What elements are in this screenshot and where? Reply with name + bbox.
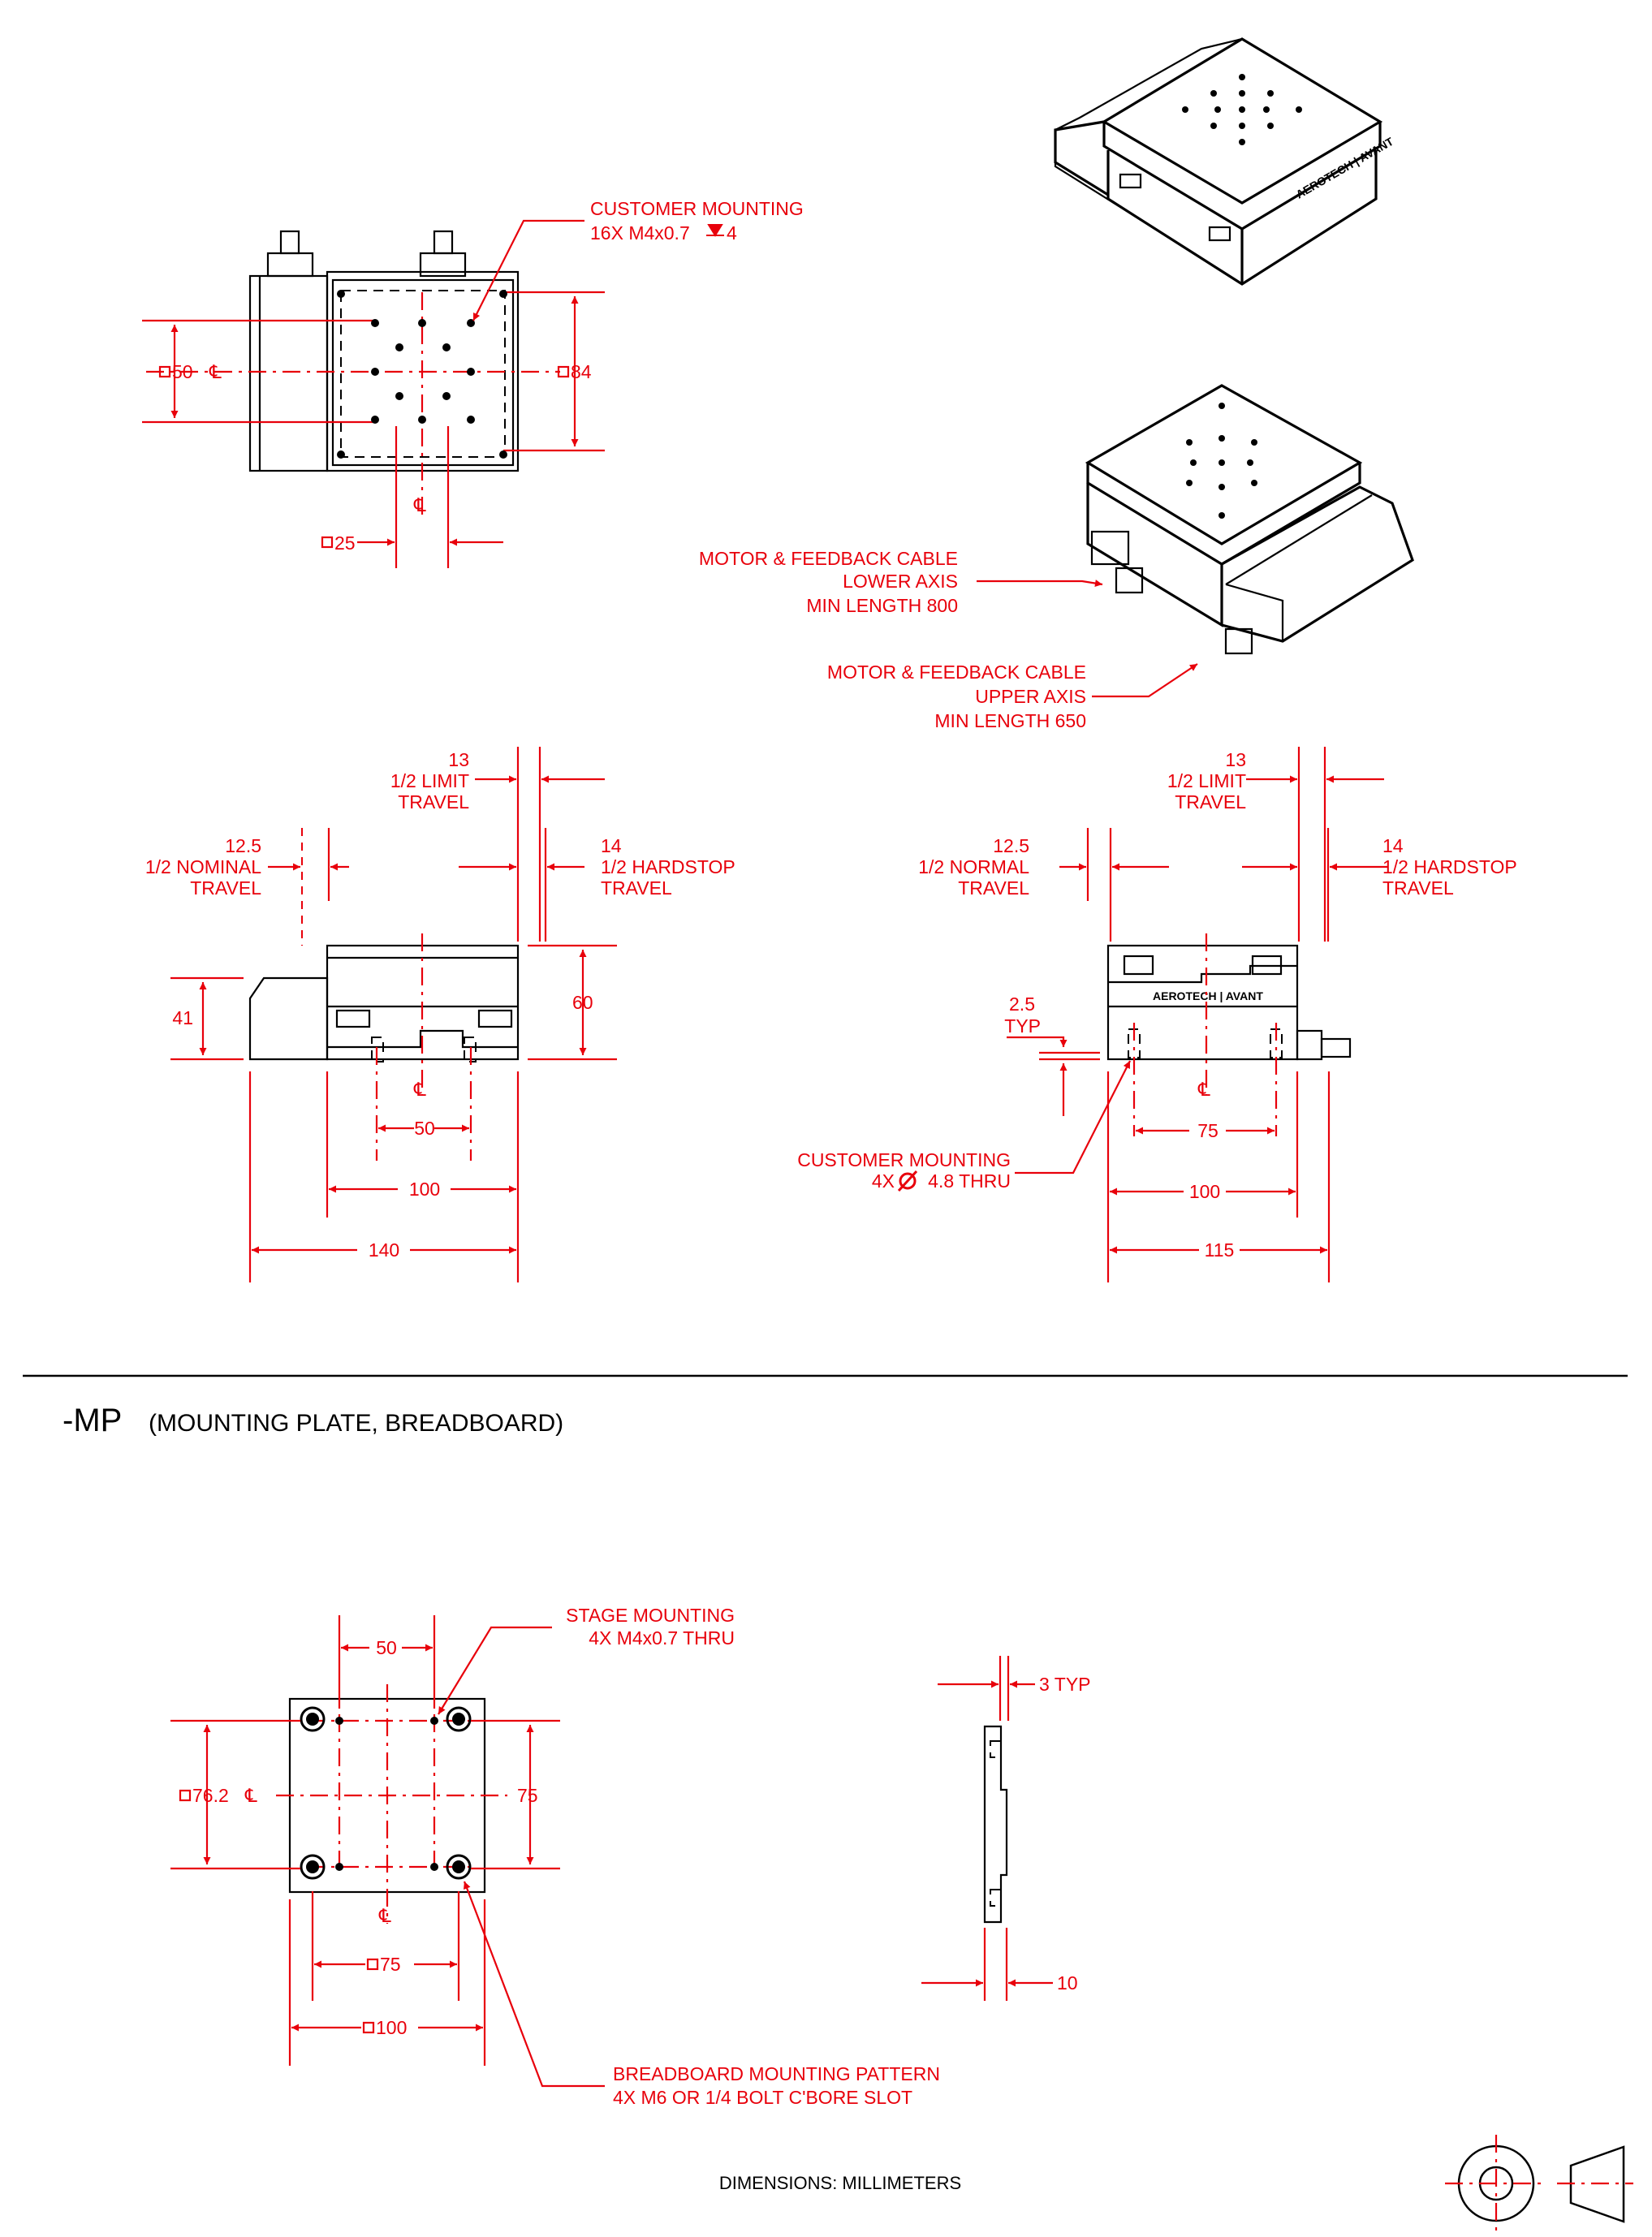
mp-dim-76-2: 76.2 bbox=[192, 1785, 229, 1806]
stage-mount-l2: 4X M4x0.7 THRU bbox=[589, 1627, 735, 1649]
front-hardstop-l1: 1/2 HARDSTOP bbox=[601, 856, 735, 877]
front-view: 13 1/2 LIMIT TRAVEL 12.5 1/2 NOMINAL TRA… bbox=[145, 747, 735, 1282]
mp-title: -MP bbox=[63, 1403, 122, 1438]
top-mount-depth: 4 bbox=[727, 222, 737, 244]
cable-lower-l1: MOTOR & FEEDBACK CABLE bbox=[699, 548, 958, 569]
square-symbol-icon bbox=[158, 365, 171, 378]
front-dim-60: 60 bbox=[572, 992, 593, 1013]
mp-dim-3typ: 3 TYP bbox=[1039, 1674, 1091, 1695]
square-symbol-icon bbox=[179, 1789, 192, 1802]
side-limit-val: 13 bbox=[1225, 749, 1246, 770]
cable-lower-l3: MIN LENGTH 800 bbox=[806, 595, 958, 616]
depth-icon bbox=[706, 224, 724, 237]
mp-dim-10: 10 bbox=[1057, 1972, 1078, 1993]
square-symbol-icon bbox=[557, 365, 570, 378]
connector-left bbox=[266, 252, 314, 278]
third-angle-projection-icon bbox=[1445, 2135, 1633, 2232]
side-dim-75: 75 bbox=[1197, 1120, 1219, 1141]
mp-side-view: 3 TYP 10 bbox=[921, 1656, 1091, 2001]
side-typ-label: TYP bbox=[1004, 1015, 1041, 1037]
top-dim-50: 50 bbox=[172, 361, 193, 382]
mp-subtitle: (MOUNTING PLATE, BREADBOARD) bbox=[149, 1410, 563, 1437]
mp-dim-75-v: 75 bbox=[517, 1785, 538, 1806]
motor-housing bbox=[248, 274, 329, 472]
front-limit-val: 13 bbox=[448, 749, 469, 770]
cable-lower-l2: LOWER AXIS bbox=[843, 571, 958, 592]
front-nominal-l2: TRAVEL bbox=[190, 877, 261, 899]
side-mount-l1: CUSTOMER MOUNTING bbox=[797, 1149, 1011, 1170]
mp-top-view: STAGE MOUNTING 4X M4x0.7 THRU 50 76.2 ℄ … bbox=[170, 1605, 940, 2108]
mp-dim-100: 100 bbox=[376, 2017, 407, 2038]
side-mount-l2b: 4.8 THRU bbox=[928, 1170, 1011, 1192]
top-mount-label-2: 16X M4x0.7 bbox=[590, 222, 690, 244]
side-mount-l2: 4X bbox=[872, 1170, 895, 1192]
front-nominal-l1: 1/2 NOMINAL bbox=[145, 856, 261, 877]
side-dim-115: 115 bbox=[1205, 1239, 1235, 1261]
stage-body-side bbox=[1106, 944, 1299, 1061]
side-logo: AEROTECH | AVANT bbox=[1153, 989, 1263, 1002]
cable-upper-l3: MIN LENGTH 650 bbox=[934, 710, 1086, 731]
plate-side-profile bbox=[983, 1725, 1008, 1924]
side-normal-l2: TRAVEL bbox=[958, 877, 1029, 899]
front-hardstop-val: 14 bbox=[601, 835, 622, 856]
square-symbol-icon bbox=[321, 536, 334, 549]
front-limit-l1: 1/2 LIMIT bbox=[390, 770, 469, 791]
side-hardstop-l2: TRAVEL bbox=[1382, 877, 1454, 899]
top-dim-25: 25 bbox=[334, 532, 356, 554]
mp-dim-50: 50 bbox=[376, 1637, 397, 1658]
front-dim-50: 50 bbox=[414, 1118, 435, 1139]
iso-holes bbox=[1182, 74, 1302, 145]
square-symbol-icon bbox=[362, 2021, 375, 2034]
bb-l1: BREADBOARD MOUNTING PATTERN bbox=[613, 2063, 940, 2084]
front-dim-100: 100 bbox=[409, 1179, 440, 1200]
cbore-holes bbox=[300, 1706, 472, 1880]
centerline-symbol: ℄ bbox=[413, 494, 426, 515]
iso-logo: AEROTECH | AVANT bbox=[1294, 135, 1396, 201]
front-dim-41: 41 bbox=[172, 1007, 193, 1028]
centerline-symbol: ℄ bbox=[209, 361, 222, 382]
side-limit-l2: TRAVEL bbox=[1175, 791, 1246, 812]
front-dim-140: 140 bbox=[369, 1239, 399, 1261]
centerline-symbol: ℄ bbox=[413, 1079, 426, 1100]
motor-housing-front bbox=[248, 976, 329, 1061]
mp-dim-75-h: 75 bbox=[380, 1954, 401, 1975]
diameter-icon bbox=[897, 1170, 918, 1192]
stage-mount-l1: STAGE MOUNTING bbox=[566, 1605, 735, 1626]
top-view: CUSTOMER MOUNTING 16X M4x0.7 4 50 ℄ 84 ℄… bbox=[142, 198, 804, 568]
side-typ-val: 2.5 bbox=[1009, 994, 1035, 1015]
cable-upper-l2: UPPER AXIS bbox=[975, 686, 1086, 707]
mounting-holes bbox=[337, 290, 507, 459]
side-hardstop-l1: 1/2 HARDSTOP bbox=[1382, 856, 1517, 877]
iso2-holes bbox=[1186, 403, 1257, 519]
top-mount-label-1: CUSTOMER MOUNTING bbox=[590, 198, 804, 219]
centerline-symbol: ℄ bbox=[378, 1905, 391, 1926]
front-nominal-val: 12.5 bbox=[225, 835, 261, 856]
side-normal-val: 12.5 bbox=[993, 835, 1029, 856]
centerline-symbol: ℄ bbox=[244, 1785, 257, 1806]
side-normal-l1: 1/2 NORMAL bbox=[918, 856, 1029, 877]
top-dim-84: 84 bbox=[571, 361, 592, 382]
bb-l2: 4X M6 OR 1/4 BOLT C'BORE SLOT bbox=[613, 2087, 912, 2108]
side-hardstop-val: 14 bbox=[1382, 835, 1404, 856]
square-symbol-icon bbox=[366, 1958, 379, 1971]
iso-view-upper: AEROTECH | AVANT bbox=[1054, 37, 1396, 286]
iso-view-lower bbox=[1085, 384, 1414, 655]
dimensions-note: DIMENSIONS: MILLIMETERS bbox=[719, 2173, 961, 2193]
front-hardstop-l2: TRAVEL bbox=[601, 877, 672, 899]
side-dim-100: 100 bbox=[1189, 1181, 1220, 1202]
centerline-symbol: ℄ bbox=[1197, 1079, 1210, 1100]
side-view: AEROTECH | AVANT 13 1/ bbox=[797, 747, 1517, 1282]
cable-upper-l1: MOTOR & FEEDBACK CABLE bbox=[827, 662, 1086, 683]
side-limit-l1: 1/2 LIMIT bbox=[1167, 770, 1246, 791]
front-limit-l2: TRAVEL bbox=[398, 791, 469, 812]
